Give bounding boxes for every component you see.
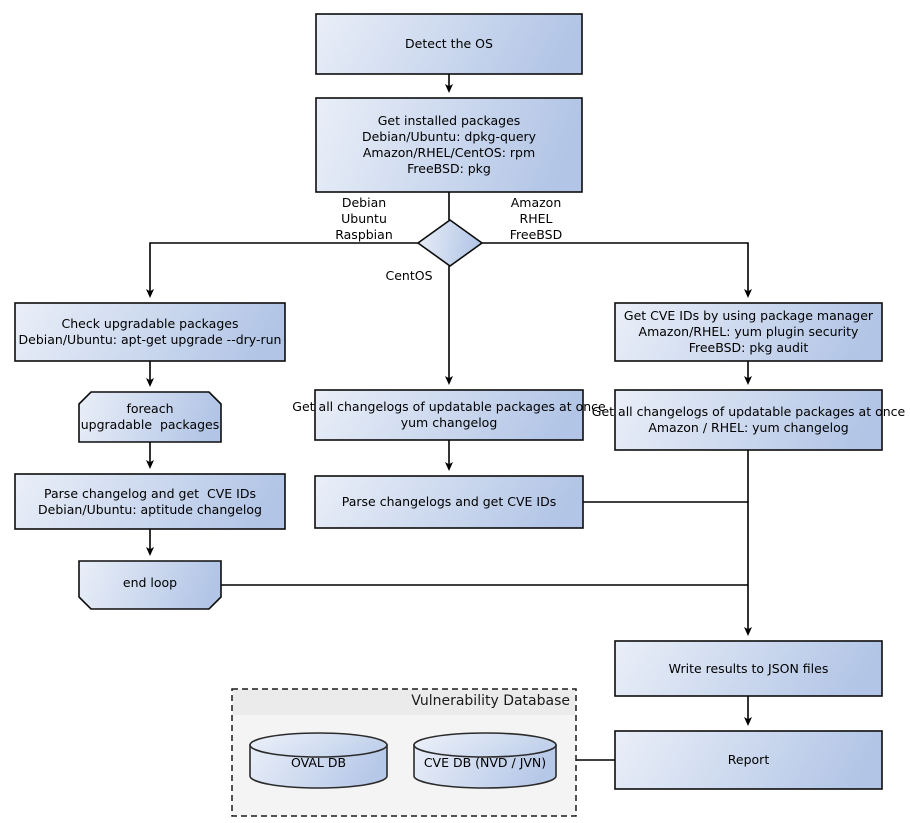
node-foreach-upgradable-packages-shape[interactable] xyxy=(78,391,222,443)
node-detect-os-shape[interactable] xyxy=(315,13,583,75)
edge-label-branch-centos: CentOS xyxy=(385,268,433,283)
node-get-installed-packages-shape[interactable] xyxy=(315,97,583,193)
node-get-cve-ids-pkg-manager-shape[interactable] xyxy=(614,302,883,362)
edge-label-branch-debian: Debian Ubuntu Raspbian xyxy=(335,195,393,242)
node-cve-db-shape[interactable] xyxy=(413,732,557,789)
edge-decision-to-cve-ids xyxy=(482,242,752,298)
node-report-shape[interactable] xyxy=(614,730,883,790)
node-check-upgradable-packages-shape[interactable] xyxy=(14,302,286,362)
edge-decision-to-check-upgradable xyxy=(146,242,418,298)
node-oval-db-shape[interactable] xyxy=(249,732,388,789)
edge-label-branch-amazon: Amazon RHEL FreeBSD xyxy=(509,195,563,242)
node-os-decision-shape[interactable] xyxy=(416,219,484,267)
node-parse-changelogs-centos-shape[interactable] xyxy=(314,475,584,529)
node-get-changelogs-centos-shape[interactable] xyxy=(314,389,584,441)
group-vulnerability-database-title: Vulnerability Database xyxy=(411,693,570,709)
node-get-changelogs-amazon-shape[interactable] xyxy=(614,389,883,451)
node-parse-changelog-deb-shape[interactable] xyxy=(14,473,286,530)
node-end-loop-shape[interactable] xyxy=(78,560,222,610)
node-write-results-json-shape[interactable] xyxy=(614,640,883,697)
